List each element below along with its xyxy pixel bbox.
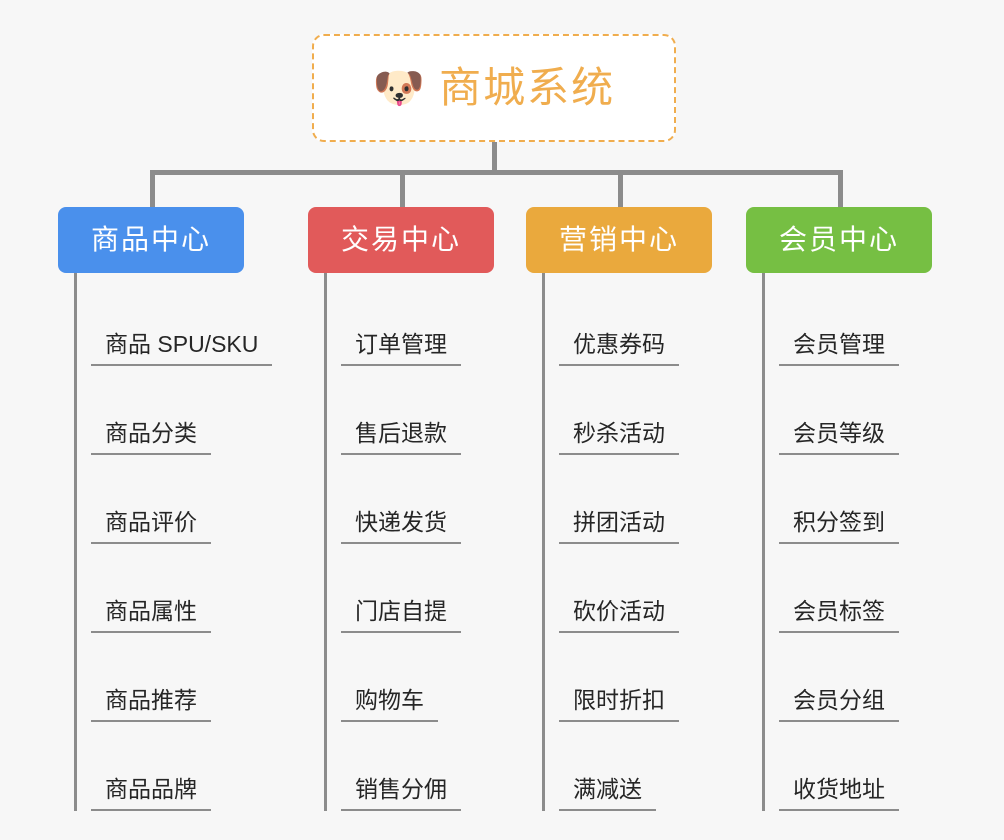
category-label-member-center: 会员中心 <box>778 224 899 255</box>
connector-root-stem <box>492 142 497 174</box>
leaf-item[interactable]: 拼团活动 <box>559 455 712 544</box>
leaf-label: 积分签到 <box>779 508 899 544</box>
connector-horizontal-bus <box>150 170 841 175</box>
connector-drop-trade-center <box>400 170 405 208</box>
leaf-item[interactable]: 限时折扣 <box>559 633 712 722</box>
leaf-label: 商品分类 <box>91 419 211 455</box>
leaf-item[interactable]: 商品属性 <box>91 544 244 633</box>
leaf-label: 商品品牌 <box>91 775 211 811</box>
column-member-center: 会员中心会员管理会员等级积分签到会员标签会员分组收货地址 <box>746 207 932 811</box>
leaf-label: 砍价活动 <box>559 597 679 633</box>
leaf-label: 商品属性 <box>91 597 211 633</box>
category-label-marketing-center: 营销中心 <box>558 224 679 255</box>
leaf-item[interactable]: 快递发货 <box>341 455 494 544</box>
leaf-label: 售后退款 <box>341 419 461 455</box>
category-box-member-center[interactable]: 会员中心 <box>746 207 932 273</box>
leaf-list-marketing-center: 优惠券码秒杀活动拼团活动砍价活动限时折扣满减送 <box>542 273 712 811</box>
leaf-label: 商品推荐 <box>91 686 211 722</box>
leaf-label: 会员标签 <box>779 597 899 633</box>
leaf-list-product-center: 商品 SPU/SKU 商品分类商品评价商品属性商品推荐商品品牌 <box>74 273 273 811</box>
leaf-item[interactable]: 商品分类 <box>91 366 244 455</box>
leaf-item[interactable]: 会员等级 <box>779 366 932 455</box>
leaf-item[interactable]: 秒杀活动 <box>559 366 712 455</box>
leaf-label: 收货地址 <box>779 775 899 811</box>
leaf-list-trade-center: 订单管理售后退款快递发货门店自提购物车销售分佣 <box>324 273 494 811</box>
leaf-item[interactable]: 积分签到 <box>779 455 932 544</box>
leaf-label: 秒杀活动 <box>559 419 679 455</box>
connector-drop-product-center <box>150 170 155 208</box>
leaf-label: 拼团活动 <box>559 508 679 544</box>
leaf-item[interactable]: 商品评价 <box>91 455 244 544</box>
column-trade-center: 交易中心订单管理售后退款快递发货门店自提购物车销售分佣 <box>308 207 494 811</box>
leaf-label: 快递发货 <box>341 508 461 544</box>
leaf-item[interactable]: 商品 SPU/SKU <box>91 277 273 366</box>
leaf-label: 限时折扣 <box>559 686 679 722</box>
leaf-label: 购物车 <box>341 686 438 722</box>
leaf-label: 满减送 <box>559 775 656 811</box>
leaf-item[interactable]: 购物车 <box>341 633 494 722</box>
leaf-item[interactable]: 收货地址 <box>779 722 932 811</box>
leaf-label: 商品评价 <box>91 508 211 544</box>
category-box-product-center[interactable]: 商品中心 <box>58 207 244 273</box>
connector-drop-member-center <box>838 170 843 208</box>
root-node[interactable]: 🐶 商城系统 <box>312 34 676 142</box>
leaf-item[interactable]: 售后退款 <box>341 366 494 455</box>
leaf-label: 优惠券码 <box>559 330 679 366</box>
leaf-item[interactable]: 销售分佣 <box>341 722 494 811</box>
leaf-item[interactable]: 订单管理 <box>341 277 494 366</box>
leaf-item[interactable]: 优惠券码 <box>559 277 712 366</box>
leaf-label: 商品 SPU/SKU <box>91 330 273 366</box>
category-label-product-center: 商品中心 <box>90 224 211 255</box>
leaf-item[interactable]: 满减送 <box>559 722 712 811</box>
connector-drop-marketing-center <box>618 170 623 208</box>
leaf-label: 会员等级 <box>779 419 899 455</box>
leaf-item[interactable]: 门店自提 <box>341 544 494 633</box>
leaf-item[interactable]: 商品推荐 <box>91 633 244 722</box>
shiba-dog-face-icon: 🐶 <box>372 64 426 111</box>
category-box-trade-center[interactable]: 交易中心 <box>308 207 494 273</box>
leaf-label: 销售分佣 <box>341 775 461 811</box>
leaf-item[interactable]: 商品品牌 <box>91 722 244 811</box>
category-label-trade-center: 交易中心 <box>340 224 461 255</box>
leaf-item[interactable]: 会员标签 <box>779 544 932 633</box>
leaf-label: 会员分组 <box>779 686 899 722</box>
leaf-item[interactable]: 砍价活动 <box>559 544 712 633</box>
root-title: 商城系统 <box>439 64 616 111</box>
column-product-center: 商品中心商品 SPU/SKU 商品分类商品评价商品属性商品推荐商品品牌 <box>58 207 273 811</box>
leaf-item[interactable]: 会员管理 <box>779 277 932 366</box>
leaf-item[interactable]: 会员分组 <box>779 633 932 722</box>
leaf-list-member-center: 会员管理会员等级积分签到会员标签会员分组收货地址 <box>762 273 932 811</box>
leaf-label: 门店自提 <box>341 597 461 633</box>
leaf-label: 订单管理 <box>341 330 461 366</box>
column-marketing-center: 营销中心优惠券码秒杀活动拼团活动砍价活动限时折扣满减送 <box>526 207 712 811</box>
leaf-label: 会员管理 <box>779 330 899 366</box>
category-box-marketing-center[interactable]: 营销中心 <box>526 207 712 273</box>
